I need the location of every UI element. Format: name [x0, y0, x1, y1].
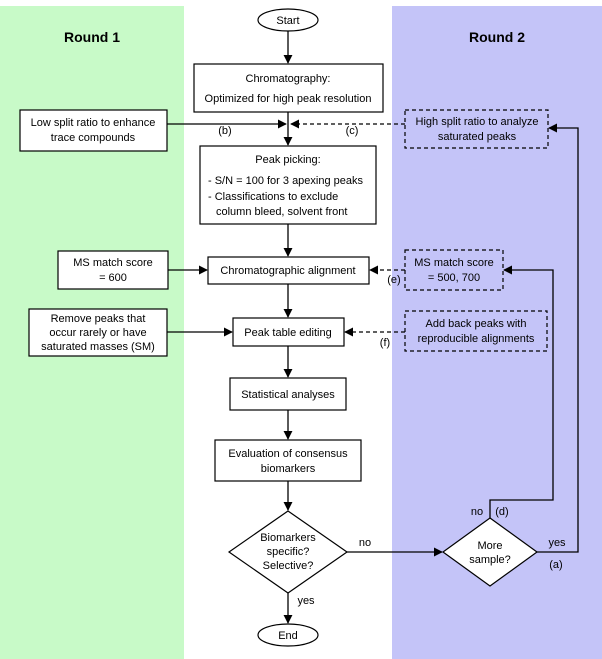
- biomarkers-line3: Selective?: [263, 560, 314, 572]
- ms-score-600-box: [57, 250, 169, 290]
- peak-picking-bullet2: - Classifications to exclude: [208, 191, 338, 203]
- ms-score-600-line1: MS match score: [73, 257, 152, 269]
- high-split-line1: High split ratio to analyze: [416, 116, 539, 128]
- peak-picking-title: Peak picking:: [255, 154, 320, 166]
- start-label: Start: [276, 15, 299, 27]
- edge-label-c: (c): [346, 125, 359, 137]
- main-flow-arrows: [167, 31, 579, 624]
- peak-table-editing-box: [232, 317, 345, 347]
- end-node: [257, 623, 319, 647]
- edge-label-d: (d): [495, 506, 508, 518]
- evaluation-line2: biomarkers: [261, 463, 316, 475]
- peak-picking-bullet3: column bleed, solvent front: [216, 206, 347, 218]
- chromatography-subtitle: Optimized for high peak resolution: [205, 93, 372, 105]
- edge-label-no-more: no: [471, 506, 483, 518]
- more-sample-line2: sample?: [469, 554, 511, 566]
- chromatography-box: [193, 63, 384, 113]
- biomarkers-line1: Biomarkers: [260, 532, 316, 544]
- edge-label-yes-more: yes: [548, 537, 566, 549]
- peak-picking-bullet1: - S/N = 100 for 3 apexing peaks: [208, 175, 364, 187]
- edge-label-a: (a): [549, 559, 562, 571]
- alignment-box: [207, 256, 370, 285]
- low-split-box: [19, 109, 168, 152]
- edge-label-f: (f): [380, 337, 390, 349]
- more-sample-line1: More: [477, 540, 502, 552]
- statistical-analyses-label: Statistical analyses: [241, 389, 335, 401]
- add-back-peaks-line2: reproducible alignments: [418, 333, 535, 345]
- low-split-line2: trace compounds: [51, 132, 136, 144]
- low-split-line1: Low split ratio to enhance: [31, 117, 156, 129]
- round1-header: Round 1: [64, 29, 120, 45]
- edge-label-b: (b): [218, 125, 231, 137]
- biomarkers-line2: specific?: [267, 546, 310, 558]
- round2-header: Round 2: [469, 29, 525, 45]
- remove-peaks-line1: Remove peaks that: [51, 313, 146, 325]
- more-sample-decision: [441, 517, 539, 587]
- peak-table-editing-label: Peak table editing: [244, 327, 331, 339]
- remove-peaks-line2: occur rarely or have: [49, 327, 146, 339]
- ms-score-500-700-line1: MS match score: [414, 257, 493, 269]
- ms-score-600-line2: = 600: [99, 272, 127, 284]
- evaluation-box: [214, 439, 362, 482]
- high-split-line2: saturated peaks: [438, 131, 517, 143]
- round2-dashed-arrows: [290, 119, 405, 337]
- add-back-peaks-box: [404, 310, 548, 352]
- end-label: End: [278, 630, 298, 642]
- ms-score-500-700-line2: = 500, 700: [428, 272, 480, 284]
- add-back-peaks-line1: Add back peaks with: [426, 318, 527, 330]
- chromatography-title: Chromatography:: [246, 73, 331, 85]
- edge-label-no-biomarkers: no: [359, 537, 371, 549]
- remove-peaks-box: [28, 308, 168, 357]
- high-split-box: [404, 109, 549, 149]
- edge-label-e: (e): [387, 274, 400, 286]
- alignment-label: Chromatographic alignment: [220, 265, 355, 277]
- peak-picking-box: [199, 145, 377, 225]
- edge-label-yes-biomarkers: yes: [297, 595, 315, 607]
- remove-peaks-line3: saturated masses (SM): [41, 341, 155, 353]
- evaluation-line1: Evaluation of consensus: [228, 448, 348, 460]
